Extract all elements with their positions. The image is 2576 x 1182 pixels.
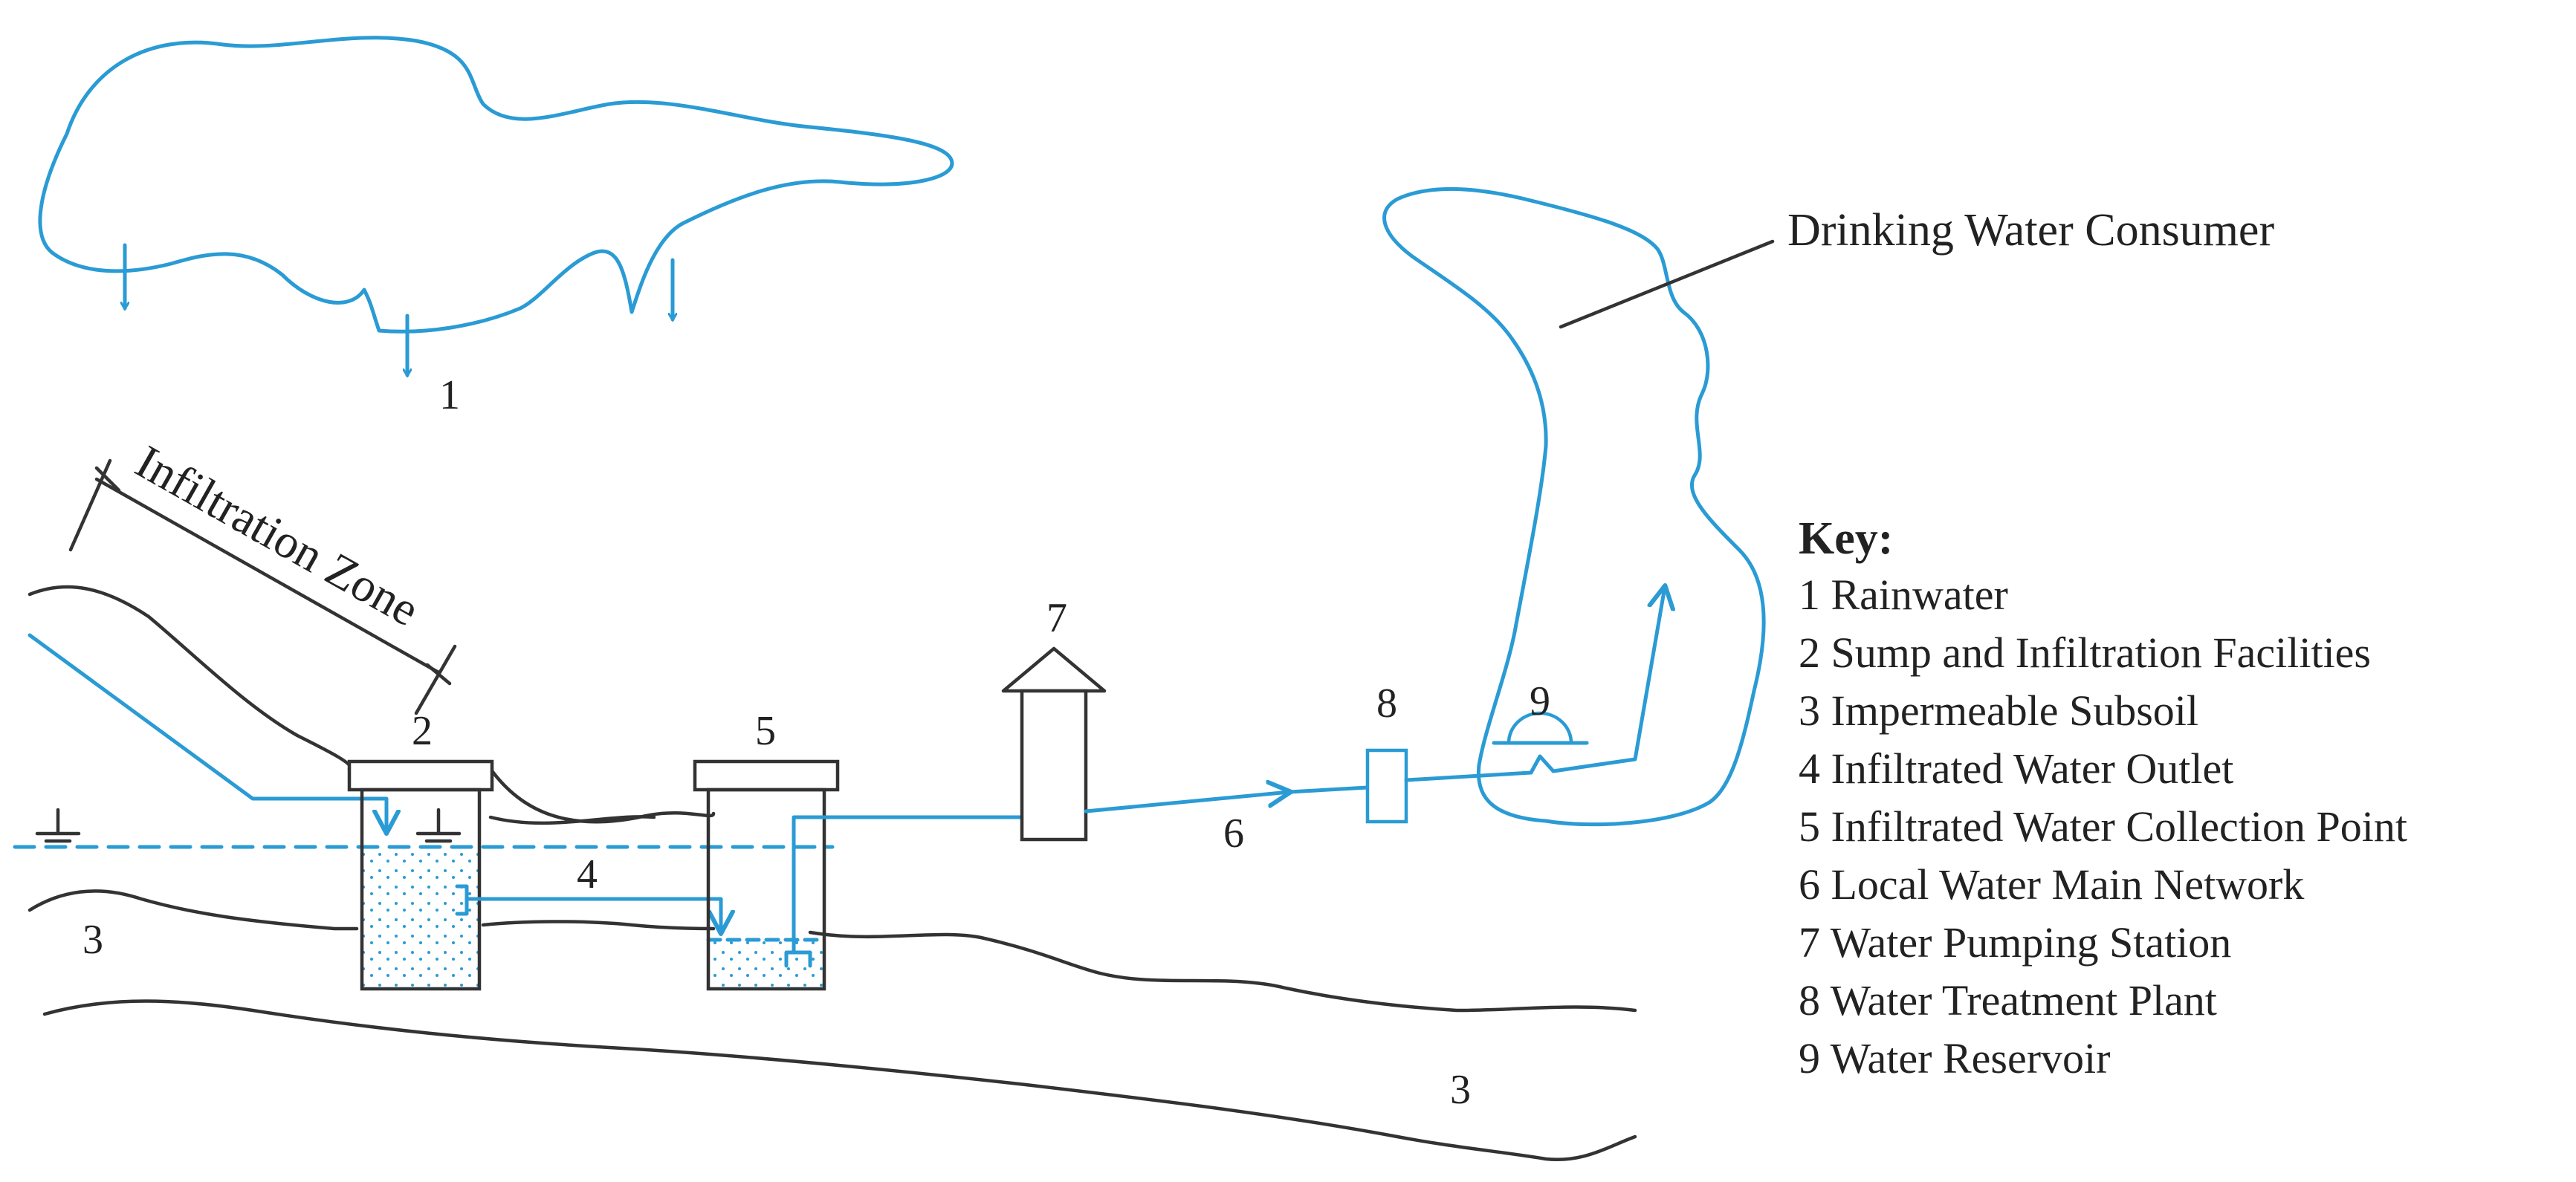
subsoil-number-left: 3 (82, 917, 103, 963)
key-item-6: 6 Local Water Main Network (1799, 860, 2304, 909)
treatment-outlet-pipe (1404, 770, 1533, 782)
reservoir-supply-arrow (1551, 587, 1665, 773)
key-item-4: 4 Infiltrated Water Outlet (1799, 744, 2233, 793)
collection-point-body (706, 788, 826, 991)
sump-water-fill (362, 847, 479, 988)
infiltration-zone-label: Infiltration Zone (127, 435, 428, 636)
pumping-station-number: 7 (1046, 595, 1067, 641)
consumer-label: Drinking Water Consumer (1787, 205, 2274, 256)
collection-point-water-fill (708, 940, 824, 989)
reservoir-support (1529, 754, 1556, 775)
sump-number: 2 (412, 708, 433, 754)
rainwater-number: 1 (439, 372, 460, 418)
infiltration-zone-cross-right (425, 663, 452, 686)
key-item-8: 8 Water Treatment Plant (1799, 976, 2217, 1024)
key-item-9: 9 Water Reservoir (1799, 1034, 2110, 1082)
key-title: Key: (1799, 513, 1893, 564)
treatment-plant-box (1365, 748, 1408, 824)
infiltration-zone-cross-left (94, 466, 121, 493)
subsoil-number-right: 3 (1450, 1067, 1471, 1113)
rain-cloud (38, 36, 954, 334)
key-item-1: 1 Rainwater (1799, 571, 2008, 619)
outlet-number: 4 (577, 851, 598, 897)
consumer-region-outline (1382, 186, 1766, 827)
key-legend: Key: 1 Rainwater 2 Sump and Infiltration… (1799, 513, 2407, 1082)
infiltration-zone-tick-right (414, 644, 457, 715)
subsoil-upper-line (27, 889, 1637, 1013)
main-network-number: 6 (1223, 811, 1244, 857)
pumping-station-body (1020, 689, 1088, 842)
infiltration-zone-dimension-line (94, 477, 441, 675)
sump-lid (347, 759, 494, 792)
subsoil-lower-line (42, 999, 1637, 1161)
water-table-symbol-left (35, 808, 81, 843)
collection-point-number: 5 (755, 708, 776, 754)
key-item-5: 5 Infiltrated Water Collection Point (1799, 802, 2407, 851)
consumer-leader-line (1559, 239, 1775, 329)
treatment-plant-number: 8 (1376, 681, 1397, 727)
collection-point-lid (693, 759, 840, 792)
key-item-2: 2 Sump and Infiltration Facilities (1799, 629, 2371, 677)
main-network-pipe (1287, 785, 1370, 794)
reservoir-number: 9 (1530, 678, 1550, 724)
main-network-arrow (1084, 792, 1289, 814)
surface-inflow-arrow (27, 633, 386, 832)
pumping-station-roof (1001, 646, 1107, 693)
sump-body (360, 788, 482, 991)
outlet-pipe-arrow (465, 897, 721, 932)
reservoir-dome (1507, 711, 1573, 745)
water-table-symbol-right (415, 808, 462, 843)
key-item-3: 3 Impermeable Subsoil (1799, 686, 2198, 735)
ground-between-sumps (488, 815, 656, 825)
collection-intake-pipe (784, 815, 1024, 968)
key-item-7: 7 Water Pumping Station (1799, 918, 2231, 967)
